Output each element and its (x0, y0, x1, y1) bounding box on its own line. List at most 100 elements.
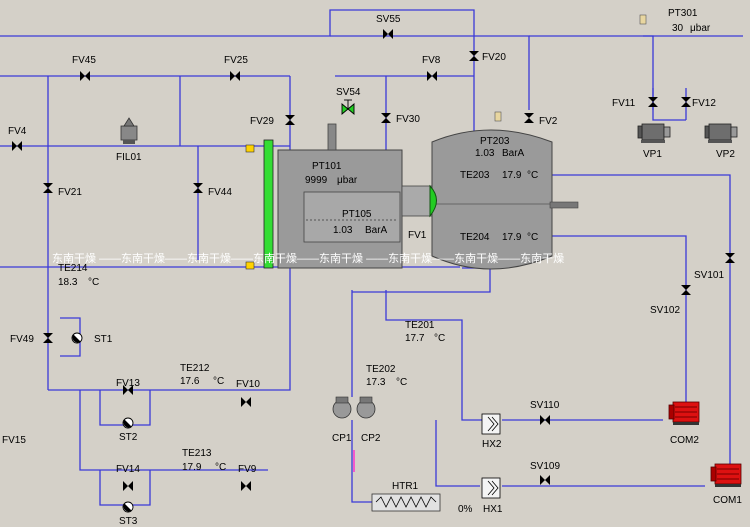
pt203-value: 1.03 (475, 148, 495, 159)
sv109-label: SV109 (530, 461, 560, 472)
heater-output-readout: 0% (458, 504, 473, 515)
fv15-label: FV15 (2, 435, 26, 446)
fv10-valve-icon[interactable] (241, 396, 251, 407)
pt105-label: PT105 (342, 209, 372, 220)
te212-unit: °C (213, 376, 224, 387)
fv45-label: FV45 (72, 55, 96, 66)
te202-label: TE202 (366, 364, 396, 375)
te212-value: 17.6 (180, 376, 200, 387)
hx1-label: HX1 (483, 504, 503, 515)
te203-label: TE203 (460, 170, 490, 181)
te213-label: TE213 (182, 448, 212, 459)
sv54-label: SV54 (336, 87, 361, 98)
watermark-text: 东南干燥 ——东南干燥——东南干燥——东南干燥——东南干燥 ——东南干燥——东南… (52, 252, 564, 265)
fv9-valve-icon[interactable] (241, 480, 251, 491)
fv30-label: FV30 (396, 114, 420, 125)
pt301-value: 30 (672, 23, 684, 34)
te214-value: 18.3 (58, 277, 78, 288)
pt301-label: PT301 (668, 8, 698, 19)
fv11-label: FV11 (612, 98, 636, 109)
fv10-label: FV10 (236, 379, 260, 390)
fil01-filter-icon (120, 117, 138, 144)
htr1-heater-icon[interactable] (371, 493, 441, 512)
fv2-valve-icon[interactable] (524, 113, 535, 123)
com1-compressor-icon[interactable] (710, 463, 742, 488)
te213-value: 17.9 (182, 462, 202, 473)
cp1-label: CP1 (332, 433, 352, 444)
te213-unit: °C (215, 462, 226, 473)
pt101-value: 9999 (305, 175, 328, 186)
com2-compressor-icon[interactable] (668, 401, 700, 426)
fv4-label: FV4 (8, 126, 27, 137)
fv25-label: FV25 (224, 55, 248, 66)
st3-label: ST3 (119, 516, 138, 527)
fv1-butterfly-valve-icon[interactable] (429, 184, 437, 218)
pt101-unit: μbar (337, 175, 358, 186)
pt301-unit: μbar (690, 23, 711, 34)
sv109-valve-icon[interactable] (540, 474, 550, 485)
fv13-label: FV13 (116, 378, 140, 389)
pt105-value: 1.03 (333, 225, 353, 236)
te202-value: 17.3 (366, 377, 386, 388)
fil01-label: FIL01 (116, 152, 142, 163)
vp1-pump-icon[interactable] (637, 123, 671, 144)
sv55-label: SV55 (376, 14, 401, 25)
sight-glass (263, 139, 274, 269)
st1-steam-trap-icon (71, 332, 83, 344)
te214-unit: °C (88, 277, 99, 288)
te201-value: 17.7 (405, 333, 425, 344)
vp2-pump-icon[interactable] (704, 123, 738, 144)
door-lock-bottom-icon (245, 261, 255, 270)
pt203-unit: BarA (502, 148, 525, 159)
st2-label: ST2 (119, 432, 138, 443)
fv12-label: FV12 (692, 98, 716, 109)
fv21-label: FV21 (58, 187, 82, 198)
pt101-label: PT101 (312, 161, 342, 172)
fv49-label: FV49 (10, 334, 34, 345)
fv14-label: FV14 (116, 464, 140, 475)
fv1-label: FV1 (408, 230, 427, 241)
hx1-exchanger-icon (481, 477, 501, 499)
fv9-label: FV9 (238, 464, 257, 475)
cp2-circulation-pump-icon[interactable] (356, 396, 376, 419)
pt301-sensor-icon (639, 14, 647, 25)
sv54-valve-icon[interactable] (341, 99, 355, 115)
sv110-label: SV110 (530, 400, 560, 411)
main-chamber (277, 123, 433, 269)
fv8-label: FV8 (422, 55, 441, 66)
te204-value: 17.9 (502, 232, 522, 243)
com1-label: COM1 (713, 495, 742, 506)
hx2-exchanger-icon (481, 413, 501, 435)
te212-label: TE212 (180, 363, 210, 374)
vp2-label: VP2 (716, 149, 735, 160)
hx2-label: HX2 (482, 439, 502, 450)
cp1-circulation-pump-icon[interactable] (332, 396, 352, 419)
fv2-label: FV2 (539, 116, 558, 127)
pt203-label: PT203 (480, 136, 510, 147)
te202-unit: °C (396, 377, 407, 388)
pt203-sensor-icon (494, 111, 502, 122)
te204-label: TE204 (460, 232, 490, 243)
te201-unit: °C (434, 333, 445, 344)
sv102-label: SV102 (650, 305, 680, 316)
st2-steam-trap-icon (122, 417, 134, 429)
st3-steam-trap-icon (122, 501, 134, 513)
vp1-label: VP1 (643, 149, 662, 160)
htr1-label: HTR1 (392, 481, 419, 492)
te203-unit: °C (527, 170, 538, 181)
pt105-unit: BarA (365, 225, 388, 236)
sv55-valve-icon[interactable] (383, 28, 393, 39)
fv29-label: FV29 (250, 116, 274, 127)
cp2-label: CP2 (361, 433, 381, 444)
st1-label: ST1 (94, 334, 113, 345)
te203-value: 17.9 (502, 170, 522, 181)
door-lock-top-icon (245, 144, 255, 153)
com2-label: COM2 (670, 435, 699, 446)
condenser-vessel (431, 129, 579, 270)
te201-label: TE201 (405, 320, 435, 331)
te214-label: TE214 (58, 263, 88, 274)
fv20-label: FV20 (482, 52, 506, 63)
fv44-label: FV44 (208, 187, 232, 198)
fv14-valve-icon[interactable] (123, 480, 133, 491)
